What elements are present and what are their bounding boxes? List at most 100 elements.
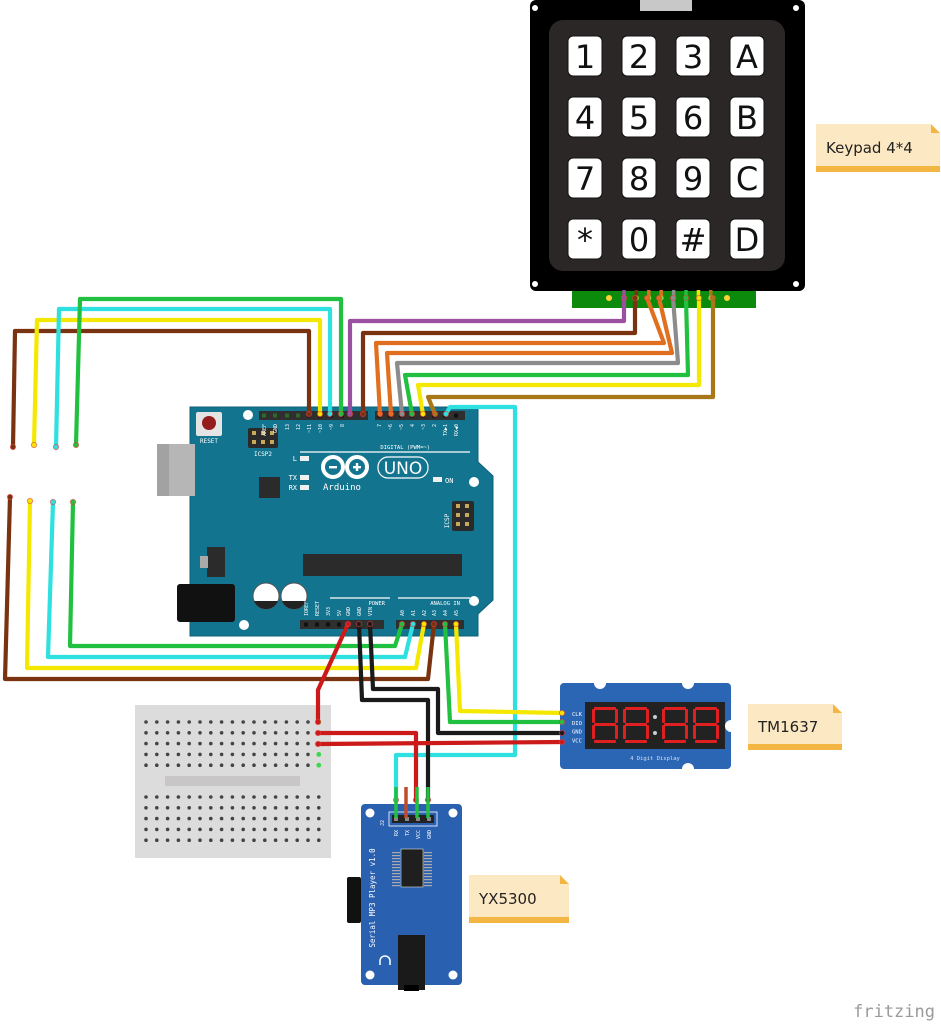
wire-a4-dio[interactable] — [442, 621, 565, 725]
breadboard-hole[interactable] — [284, 731, 289, 735]
breadboard-hole[interactable] — [241, 741, 245, 746]
keypad-key[interactable] — [621, 157, 657, 199]
power-pin[interactable] — [315, 622, 319, 627]
breadboard-hole[interactable] — [187, 731, 191, 735]
breadboard-hole[interactable] — [306, 806, 310, 810]
breadboard-hole[interactable] — [155, 795, 159, 799]
yx5300-pin[interactable] — [394, 817, 398, 821]
breadboard-hole[interactable] — [284, 838, 289, 842]
yx5300-pin[interactable] — [427, 817, 431, 821]
wire-endpoint[interactable] — [682, 294, 690, 302]
wire-endpoint[interactable] — [366, 620, 374, 628]
breadboard-hole[interactable] — [230, 731, 235, 735]
breadboard-hole[interactable] — [219, 806, 224, 810]
breadboard-hole[interactable] — [317, 827, 321, 832]
breadboard-hole[interactable] — [187, 752, 191, 757]
breadboard-hole[interactable] — [198, 795, 202, 799]
wire-gnd-yx5300[interactable] — [356, 621, 431, 803]
wire-keypad-d4[interactable] — [402, 295, 691, 417]
breadboard-hole[interactable] — [219, 752, 224, 757]
breadboard-hole[interactable] — [144, 731, 148, 735]
breadboard-hole[interactable] — [252, 731, 256, 735]
breadboard-hole[interactable] — [263, 763, 267, 767]
wire-endpoint[interactable] — [355, 620, 363, 628]
wire-a2-left[interactable] — [24, 498, 427, 671]
breadboard-hole[interactable] — [241, 720, 245, 724]
breadboard-hole[interactable] — [284, 741, 289, 746]
wire-a5-clk[interactable] — [453, 621, 565, 716]
breadboard-hole[interactable] — [187, 838, 191, 842]
wire-d11-left[interactable] — [53, 306, 333, 450]
breadboard-hole[interactable] — [176, 752, 181, 757]
yx5300-pin[interactable] — [416, 817, 420, 821]
breadboard-hole[interactable] — [263, 720, 267, 724]
breadboard-hole[interactable] — [295, 816, 300, 821]
breadboard-hole[interactable] — [219, 816, 224, 821]
breadboard-hole[interactable] — [187, 763, 191, 767]
breadboard-hole[interactable] — [230, 838, 235, 842]
wire-endpoint[interactable] — [376, 410, 384, 418]
breadboard-hole[interactable] — [198, 720, 202, 724]
wire-endpoint[interactable] — [398, 620, 406, 628]
breadboard-hole[interactable] — [144, 816, 148, 821]
breadboard-hole[interactable] — [176, 816, 181, 821]
breadboard-hole[interactable] — [176, 720, 181, 724]
wire-endpoint[interactable] — [398, 410, 406, 418]
breadboard-hole[interactable] — [198, 763, 202, 767]
breadboard-hole[interactable] — [219, 763, 224, 767]
power-pin[interactable] — [304, 622, 308, 627]
breadboard-hole[interactable] — [198, 838, 202, 842]
breadboard-hole[interactable] — [284, 816, 289, 821]
breadboard-hole[interactable] — [273, 827, 278, 832]
wire-keypad-d8[interactable] — [360, 295, 638, 417]
wire-endpoint[interactable] — [344, 620, 352, 628]
breadboard-hole[interactable] — [241, 838, 245, 842]
breadboard-hole[interactable] — [219, 827, 224, 832]
wire-d10-left[interactable] — [73, 296, 344, 448]
wire-endpoint[interactable] — [314, 718, 322, 726]
breadboard-hole[interactable] — [306, 741, 310, 746]
breadboard-hole[interactable] — [263, 816, 267, 821]
breadboard-hole[interactable] — [155, 752, 159, 757]
digital-pin[interactable] — [273, 413, 277, 418]
breadboard-hole[interactable] — [165, 720, 170, 724]
breadboard-hole[interactable] — [241, 731, 245, 735]
wire-endpoint[interactable] — [420, 620, 428, 628]
breadboard-hole[interactable] — [209, 731, 213, 735]
breadboard-hole[interactable] — [209, 741, 213, 746]
wire-endpoint[interactable] — [316, 410, 324, 418]
wire-endpoint[interactable] — [359, 410, 367, 418]
breadboard-hole[interactable] — [165, 816, 170, 821]
breadboard-hole[interactable] — [230, 816, 235, 821]
breadboard-hole[interactable] — [209, 838, 213, 842]
breadboard-hole[interactable] — [209, 827, 213, 832]
wire-endpoint[interactable] — [643, 294, 651, 302]
wire-tx-to-yx5300-rx[interactable] — [393, 404, 518, 803]
breadboard-hole[interactable] — [306, 795, 310, 799]
wire-endpoint[interactable] — [558, 729, 566, 737]
breadboard-hole[interactable] — [144, 838, 148, 842]
breadboard-hole[interactable] — [198, 827, 202, 832]
keypad-key[interactable] — [567, 35, 603, 77]
breadboard-hole[interactable] — [209, 763, 213, 767]
keypad-key[interactable] — [675, 96, 711, 138]
breadboard-hole[interactable] — [306, 731, 310, 735]
breadboard-hole[interactable] — [165, 806, 170, 810]
breadboard-hole[interactable] — [144, 741, 148, 746]
wire-a1-left[interactable] — [45, 499, 416, 660]
breadboard-hole[interactable] — [306, 838, 310, 842]
breadboard-hole[interactable] — [284, 763, 289, 767]
breadboard-hole[interactable] — [230, 763, 235, 767]
digital-pin[interactable] — [454, 413, 458, 418]
breadboard-hole[interactable] — [198, 741, 202, 746]
breadboard-hole[interactable] — [176, 795, 181, 799]
breadboard-hole[interactable] — [273, 838, 278, 842]
breadboard-hole[interactable] — [263, 827, 267, 832]
tm1637-label-note[interactable]: TM1637 — [748, 704, 842, 750]
keypad-key[interactable] — [675, 35, 711, 77]
breadboard-hole[interactable] — [252, 720, 256, 724]
breadboard-hole[interactable] — [176, 763, 181, 767]
breadboard-hole[interactable] — [155, 731, 159, 735]
wire-endpoint[interactable] — [314, 729, 322, 737]
wire-d12-left[interactable] — [31, 317, 323, 448]
